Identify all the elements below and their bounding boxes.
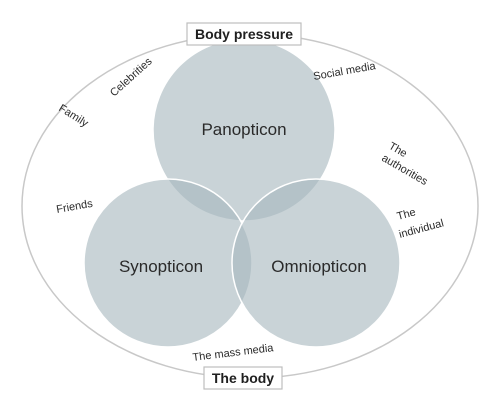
the-body-box: The body	[203, 366, 283, 390]
omniopticon-label: Omniopticon	[271, 257, 366, 276]
social-media-label: Social media	[312, 60, 377, 83]
friends-label: Friends	[55, 198, 94, 216]
body-pressure-box: Body pressure	[186, 22, 302, 46]
the-authorities-label-line2: authorities	[380, 152, 430, 188]
the-body-label: The body	[212, 370, 274, 386]
the-mass-media-label: The mass media	[192, 342, 275, 364]
venn-circles	[83, 38, 401, 348]
the-individual-label-line1: The	[396, 206, 417, 223]
body-pressure-label: Body pressure	[195, 26, 293, 42]
synopticon-label: Synopticon	[119, 257, 203, 276]
celebrities-label: Celebrities	[108, 55, 155, 99]
panopticon-label: Panopticon	[201, 120, 286, 139]
family-label: Family	[56, 102, 90, 130]
omniopticon-circle	[231, 178, 401, 348]
